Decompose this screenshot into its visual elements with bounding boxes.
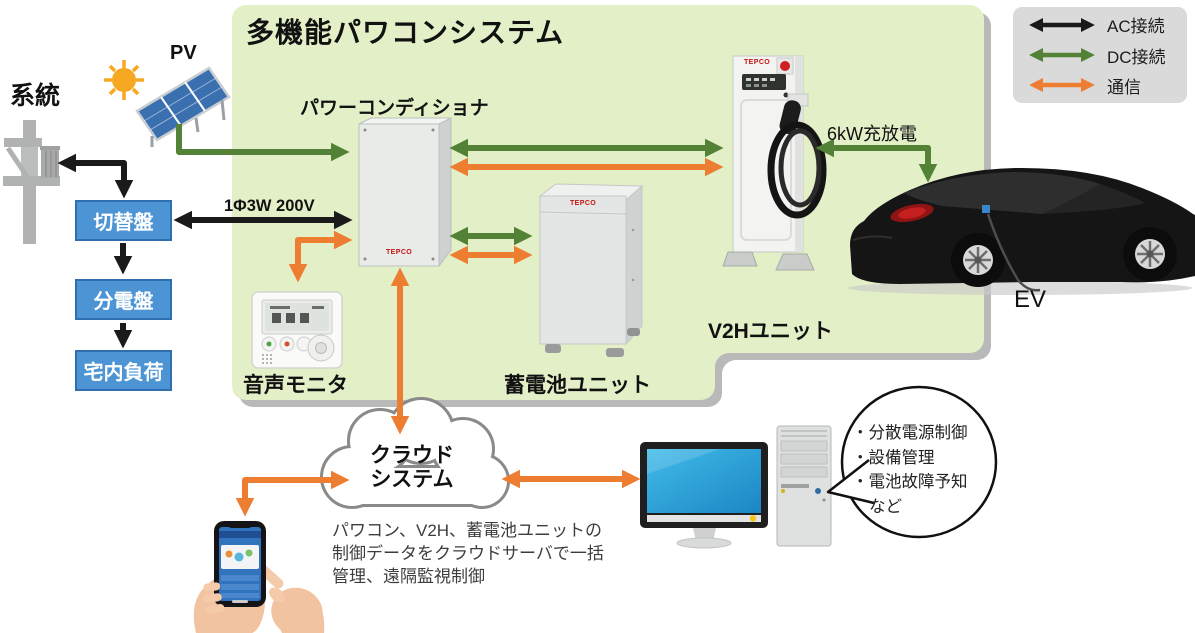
solar-panel-icon: [135, 66, 231, 147]
comm-arrow-icon: [1029, 78, 1095, 93]
cloud-description: パワコン、V2H、蓄電池ユニットの 制御データをクラウドサーバで一括 管理、遠隔…: [332, 519, 604, 588]
ev-car-image: [848, 167, 1195, 295]
cloud-name-line2: システム: [370, 468, 454, 491]
cloud-name-line1: クラウド: [370, 444, 454, 467]
battery-unit-image: [538, 183, 644, 357]
legend: AC接続 DC接続 通信: [1013, 7, 1187, 103]
tepco-logo-v2h: TEPCO: [744, 59, 771, 66]
legend-comm-label: 通信: [1107, 77, 1141, 97]
arrow-grid-to-switch: [57, 153, 134, 199]
legend-item-comm: 通信: [1025, 73, 1187, 98]
grid-label: 系統: [10, 82, 61, 110]
power-conditioner-label: パワーコンディショナ: [300, 98, 489, 119]
legend-item-ac: AC接続: [1025, 12, 1187, 37]
voice-monitor-image: [251, 291, 343, 369]
line-spec-label: 1Φ3W 200V: [224, 197, 315, 215]
system-title: 多機能パワコンシステム: [246, 17, 565, 48]
bubble-line: ・設備管理: [852, 448, 935, 467]
cloud-system-label: クラウド システム: [336, 444, 488, 492]
speech-bubble: [826, 385, 998, 539]
sun-icon: [104, 60, 144, 100]
house-load-box: 宅内負荷: [75, 350, 172, 391]
legend-item-dc: DC接続: [1025, 43, 1187, 68]
legend-dc-label: DC接続: [1107, 47, 1166, 67]
ac-arrow-icon: [1029, 17, 1095, 32]
arrow-comm-pcs-monitor: [288, 230, 353, 283]
pv-label: PV: [170, 42, 197, 64]
cloud-description-line: 制御データをクラウドサーバで一括: [332, 544, 604, 563]
server-image: [776, 425, 832, 547]
arrow-comm-phone-cloud: [235, 470, 350, 517]
arrow-dc-pv-to-pcs: [176, 124, 350, 162]
battery-unit-label: 蓄電池ユニット: [504, 374, 651, 397]
smartphone-hands-image: [193, 521, 325, 633]
bubble-line: ・分散電源制御: [852, 424, 968, 442]
arrow-dc-v2h-ev: [815, 138, 938, 183]
ev-label: EV: [1014, 286, 1047, 313]
utility-pole: [3, 120, 60, 244]
tepco-logo-battery: TEPCO: [570, 200, 597, 207]
bubble-line: など: [869, 497, 902, 516]
dc-arrow-icon: [1029, 48, 1095, 62]
cloud-description-line: 管理、遠隔監視制御: [332, 567, 485, 586]
bubble-function-list: ・分散電源制御 ・設備管理 ・電池故障予知 など: [852, 421, 968, 519]
bubble-line: ・電池故障予知: [852, 473, 968, 491]
v2h-unit-image: [722, 55, 827, 271]
power-conditioner-image: [358, 117, 452, 268]
v2h-unit-label: V2Hユニット: [708, 320, 833, 343]
charge-discharge-label: 6kW充放電: [827, 124, 917, 144]
cloud-description-line: パワコン、V2H、蓄電池ユニットの: [332, 521, 603, 540]
tepco-logo-pcs: TEPCO: [386, 249, 413, 256]
monitor-image: [640, 442, 768, 549]
switch-panel-box: 切替盤: [75, 200, 172, 241]
legend-ac-label: AC接続: [1107, 17, 1165, 37]
distribution-panel-box: 分電盤: [75, 279, 172, 320]
voice-monitor-label: 音声モニタ: [243, 374, 348, 397]
